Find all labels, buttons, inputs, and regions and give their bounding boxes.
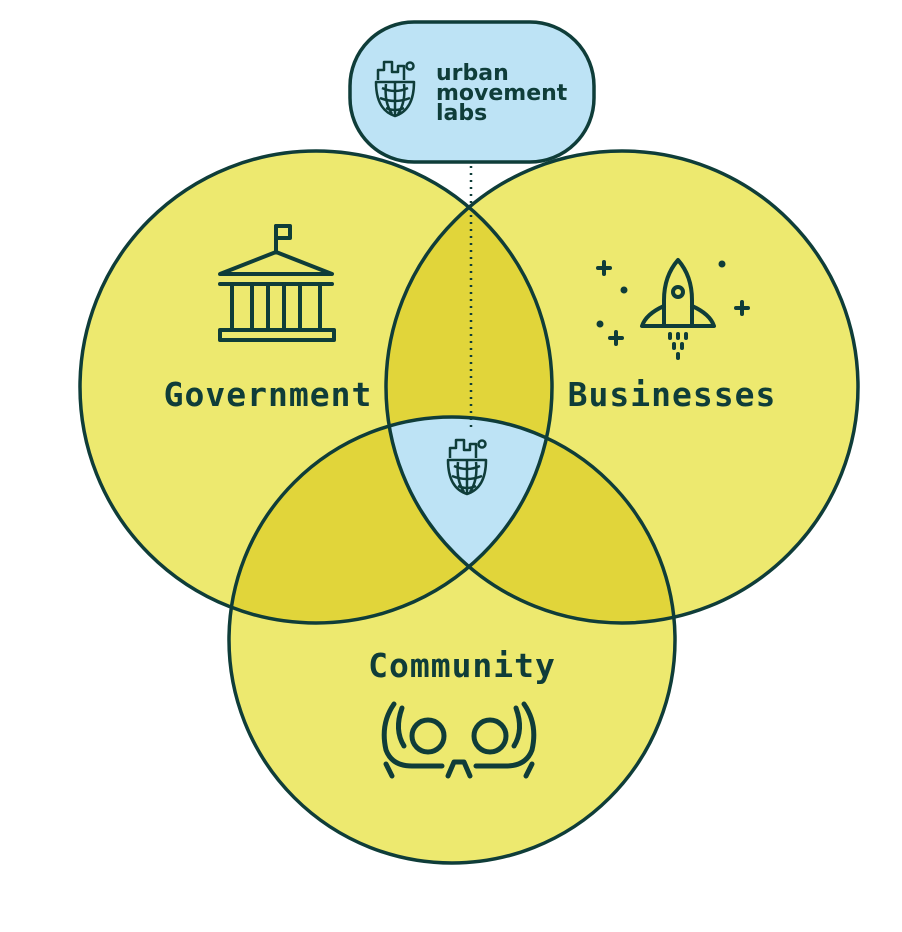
overlap-government-community bbox=[229, 417, 552, 623]
brand-line-1: urban bbox=[436, 61, 509, 86]
community-label: Community bbox=[368, 646, 556, 685]
hands-holding-heads-icon bbox=[381, 701, 537, 779]
brand-line-2: movement bbox=[436, 81, 568, 106]
government-building-icon bbox=[218, 224, 336, 342]
city-globe-icon bbox=[374, 60, 416, 118]
government-label: Government bbox=[164, 375, 373, 414]
rocket-icon bbox=[596, 258, 750, 360]
circle-outlines bbox=[78, 149, 860, 865]
brand-line-3: labs bbox=[436, 101, 487, 126]
overlap-businesses-community bbox=[386, 417, 675, 623]
center-logo-icon bbox=[446, 438, 488, 496]
overlap-regions bbox=[229, 151, 675, 623]
brand-badge: urban movement labs bbox=[348, 20, 596, 164]
businesses-label: Businesses bbox=[568, 375, 777, 414]
